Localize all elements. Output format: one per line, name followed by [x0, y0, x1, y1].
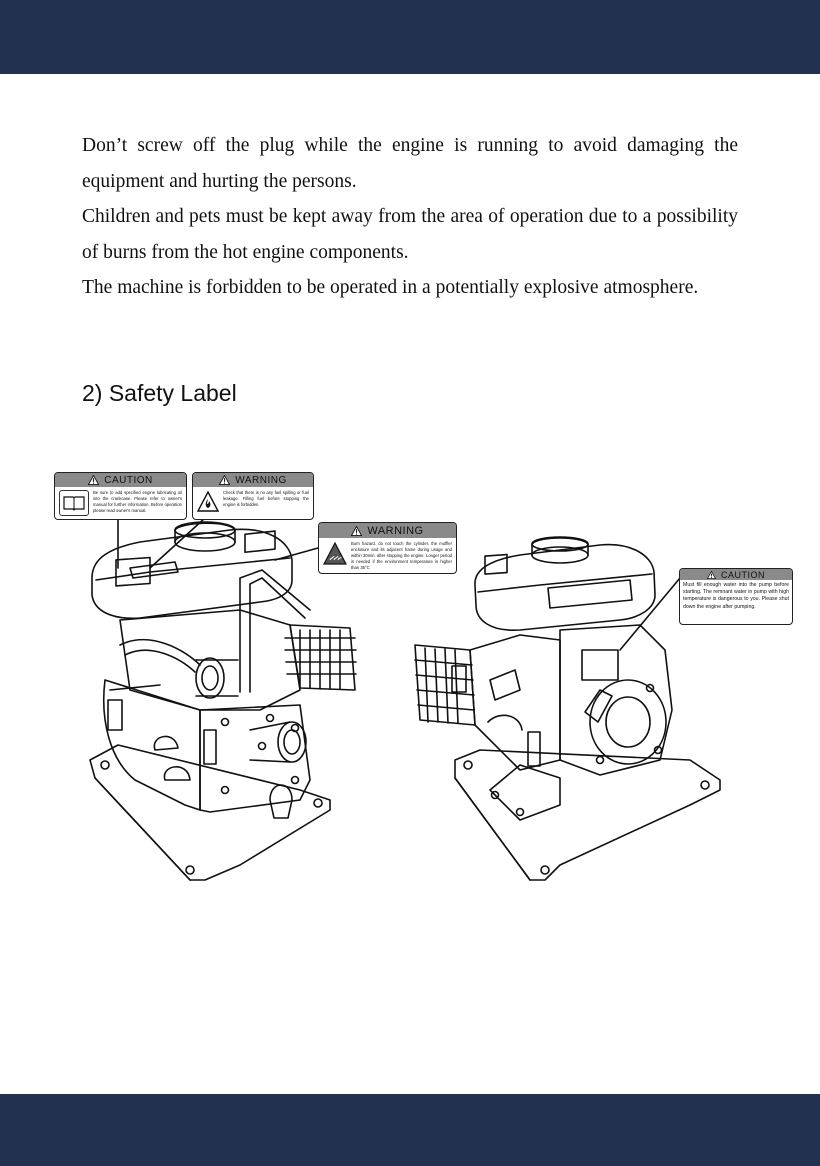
- caution-header-text: CAUTION: [104, 474, 153, 486]
- paragraph-plug: Don’t screw off the plug while the engin…: [82, 135, 738, 192]
- left-pump-drawing: [89, 521, 357, 881]
- hot-surface-icon: [323, 541, 347, 567]
- paragraph-children: Children and pets must be kept away from…: [82, 206, 738, 263]
- warning-label-hot: WARNING Burn hazard. do not touch the cy…: [318, 522, 457, 574]
- warning-triangle-icon: [707, 570, 716, 579]
- right-pump-drawing: [414, 536, 721, 881]
- warning-triangle-icon: [351, 525, 363, 536]
- warning-hot-header-text: WARNING: [367, 524, 424, 537]
- caution-label-water: CAUTION Must fill enough water into the …: [679, 568, 793, 625]
- warning-triangle-icon: [219, 475, 231, 485]
- caution-label-manual: CAUTION Be sure to add specified engine …: [54, 472, 187, 520]
- caution-manual-text: Be sure to add specified engine lubricat…: [93, 490, 182, 513]
- caution-water-header-text: CAUTION: [721, 569, 765, 580]
- warning-hot-header: WARNING: [319, 523, 456, 538]
- footer-band: [0, 1094, 820, 1166]
- caution-label-header: CAUTION: [55, 473, 186, 487]
- warning-fuel-text: Check that there is no any fuel spilling…: [223, 490, 309, 507]
- warning-fuel-header-text: WARNING: [235, 474, 287, 486]
- caution-water-header: CAUTION: [680, 569, 792, 580]
- safety-label-figure: CAUTION Be sure to add specified engine …: [0, 460, 820, 890]
- manual-book-icon: [59, 490, 89, 516]
- safety-text: Don’t screw off the plug while the engin…: [82, 128, 738, 306]
- fire-icon: [197, 490, 219, 514]
- section-heading: 2) Safety Label: [82, 380, 237, 406]
- warning-label-fuel: WARNING Check that there is no any fuel …: [192, 472, 314, 520]
- pump-drawings: [89, 517, 721, 881]
- warning-triangle-icon: [88, 475, 100, 485]
- header-band: [0, 0, 820, 74]
- warning-hot-text: Burn hazard. do not touch the cylinder, …: [351, 541, 452, 570]
- warning-fuel-header: WARNING: [193, 473, 313, 487]
- caution-water-text: Must fill enough water into the pump bef…: [683, 582, 789, 610]
- paragraph-explosive: The machine is forbidden to be operated …: [82, 277, 699, 298]
